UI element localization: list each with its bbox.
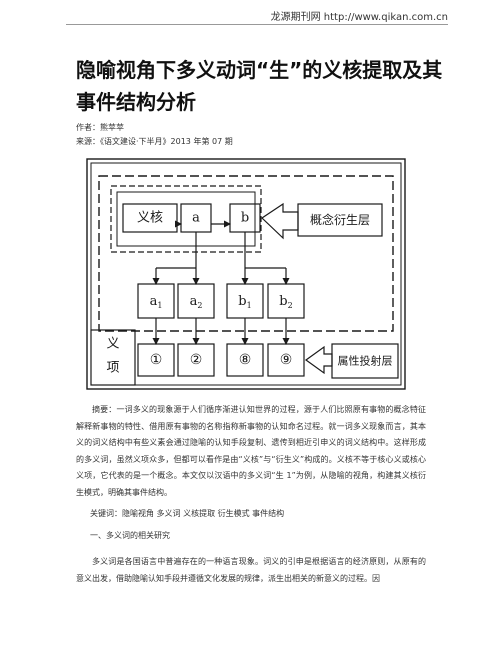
node-core bbox=[122, 203, 178, 233]
article-source: 来源：《语文建设·下半月》2013 年第 07 期 bbox=[76, 137, 233, 146]
derivation-dashed-region bbox=[98, 175, 394, 332]
left-label-box bbox=[90, 329, 136, 386]
layer-bottom-label: 属性投射层 bbox=[338, 354, 393, 368]
core-dashed-region bbox=[110, 185, 262, 253]
node-a2-label: a2 bbox=[190, 294, 203, 310]
figure-outer-border bbox=[86, 158, 406, 390]
node-1 bbox=[137, 343, 175, 377]
core-solid-region bbox=[116, 191, 256, 247]
body-paragraph: 多义词是各国语言中普遍存在的一种语言现象。词义的引申是根据语言的经济原则，从原有… bbox=[76, 557, 426, 583]
node-8 bbox=[226, 343, 264, 377]
node-a1-label: a1 bbox=[150, 294, 163, 310]
layer-top-label: 概念衍生层 bbox=[310, 212, 370, 227]
layer-top-box bbox=[297, 203, 383, 237]
big-left-arrow bbox=[261, 202, 299, 240]
node-2 bbox=[177, 343, 215, 377]
article-title: 隐喻视角下多义动词“生”的义核提取及其事件结构分析 bbox=[76, 58, 443, 114]
node-core-label: 义核 bbox=[137, 211, 163, 226]
figure-inner-border bbox=[90, 162, 402, 386]
big-left-arrow-bottom bbox=[304, 345, 333, 375]
article-author: 作者：熊苹苹 bbox=[76, 123, 124, 132]
node-8-label: ⑧ bbox=[239, 352, 252, 368]
concept-diagram: 义核 a b 概念衍生层 a1 a2 b1 b2 义 项 ① ② ⑧ ⑨ 属性投… bbox=[86, 158, 406, 390]
node-b1-label: b1 bbox=[238, 294, 251, 310]
node-2-label: ② bbox=[190, 352, 203, 368]
section-heading: 一、多义词的相关研究 bbox=[90, 531, 170, 540]
node-a-label: a bbox=[192, 211, 200, 226]
journal-header: 龙源期刊网 http://www.qikan.com.cn bbox=[270, 12, 448, 23]
left-label-bottom: 项 bbox=[106, 361, 119, 376]
node-9 bbox=[267, 343, 305, 377]
node-b2-label: b2 bbox=[279, 294, 292, 310]
keywords: 关键词：隐喻视角 多义词 义核提取 衍生模式 事件结构 bbox=[90, 509, 285, 518]
header-divider bbox=[66, 24, 448, 25]
node-b-label: b bbox=[241, 211, 249, 226]
node-1-label: ① bbox=[150, 352, 163, 368]
left-label-top: 义 bbox=[106, 337, 119, 352]
layer-bottom-box bbox=[331, 343, 399, 379]
abstract: 摘要：一词多义的现象源于人们循序渐进认知世界的过程，源于人们比照原有事物的概念特… bbox=[76, 405, 426, 497]
node-9-label: ⑨ bbox=[280, 352, 293, 368]
